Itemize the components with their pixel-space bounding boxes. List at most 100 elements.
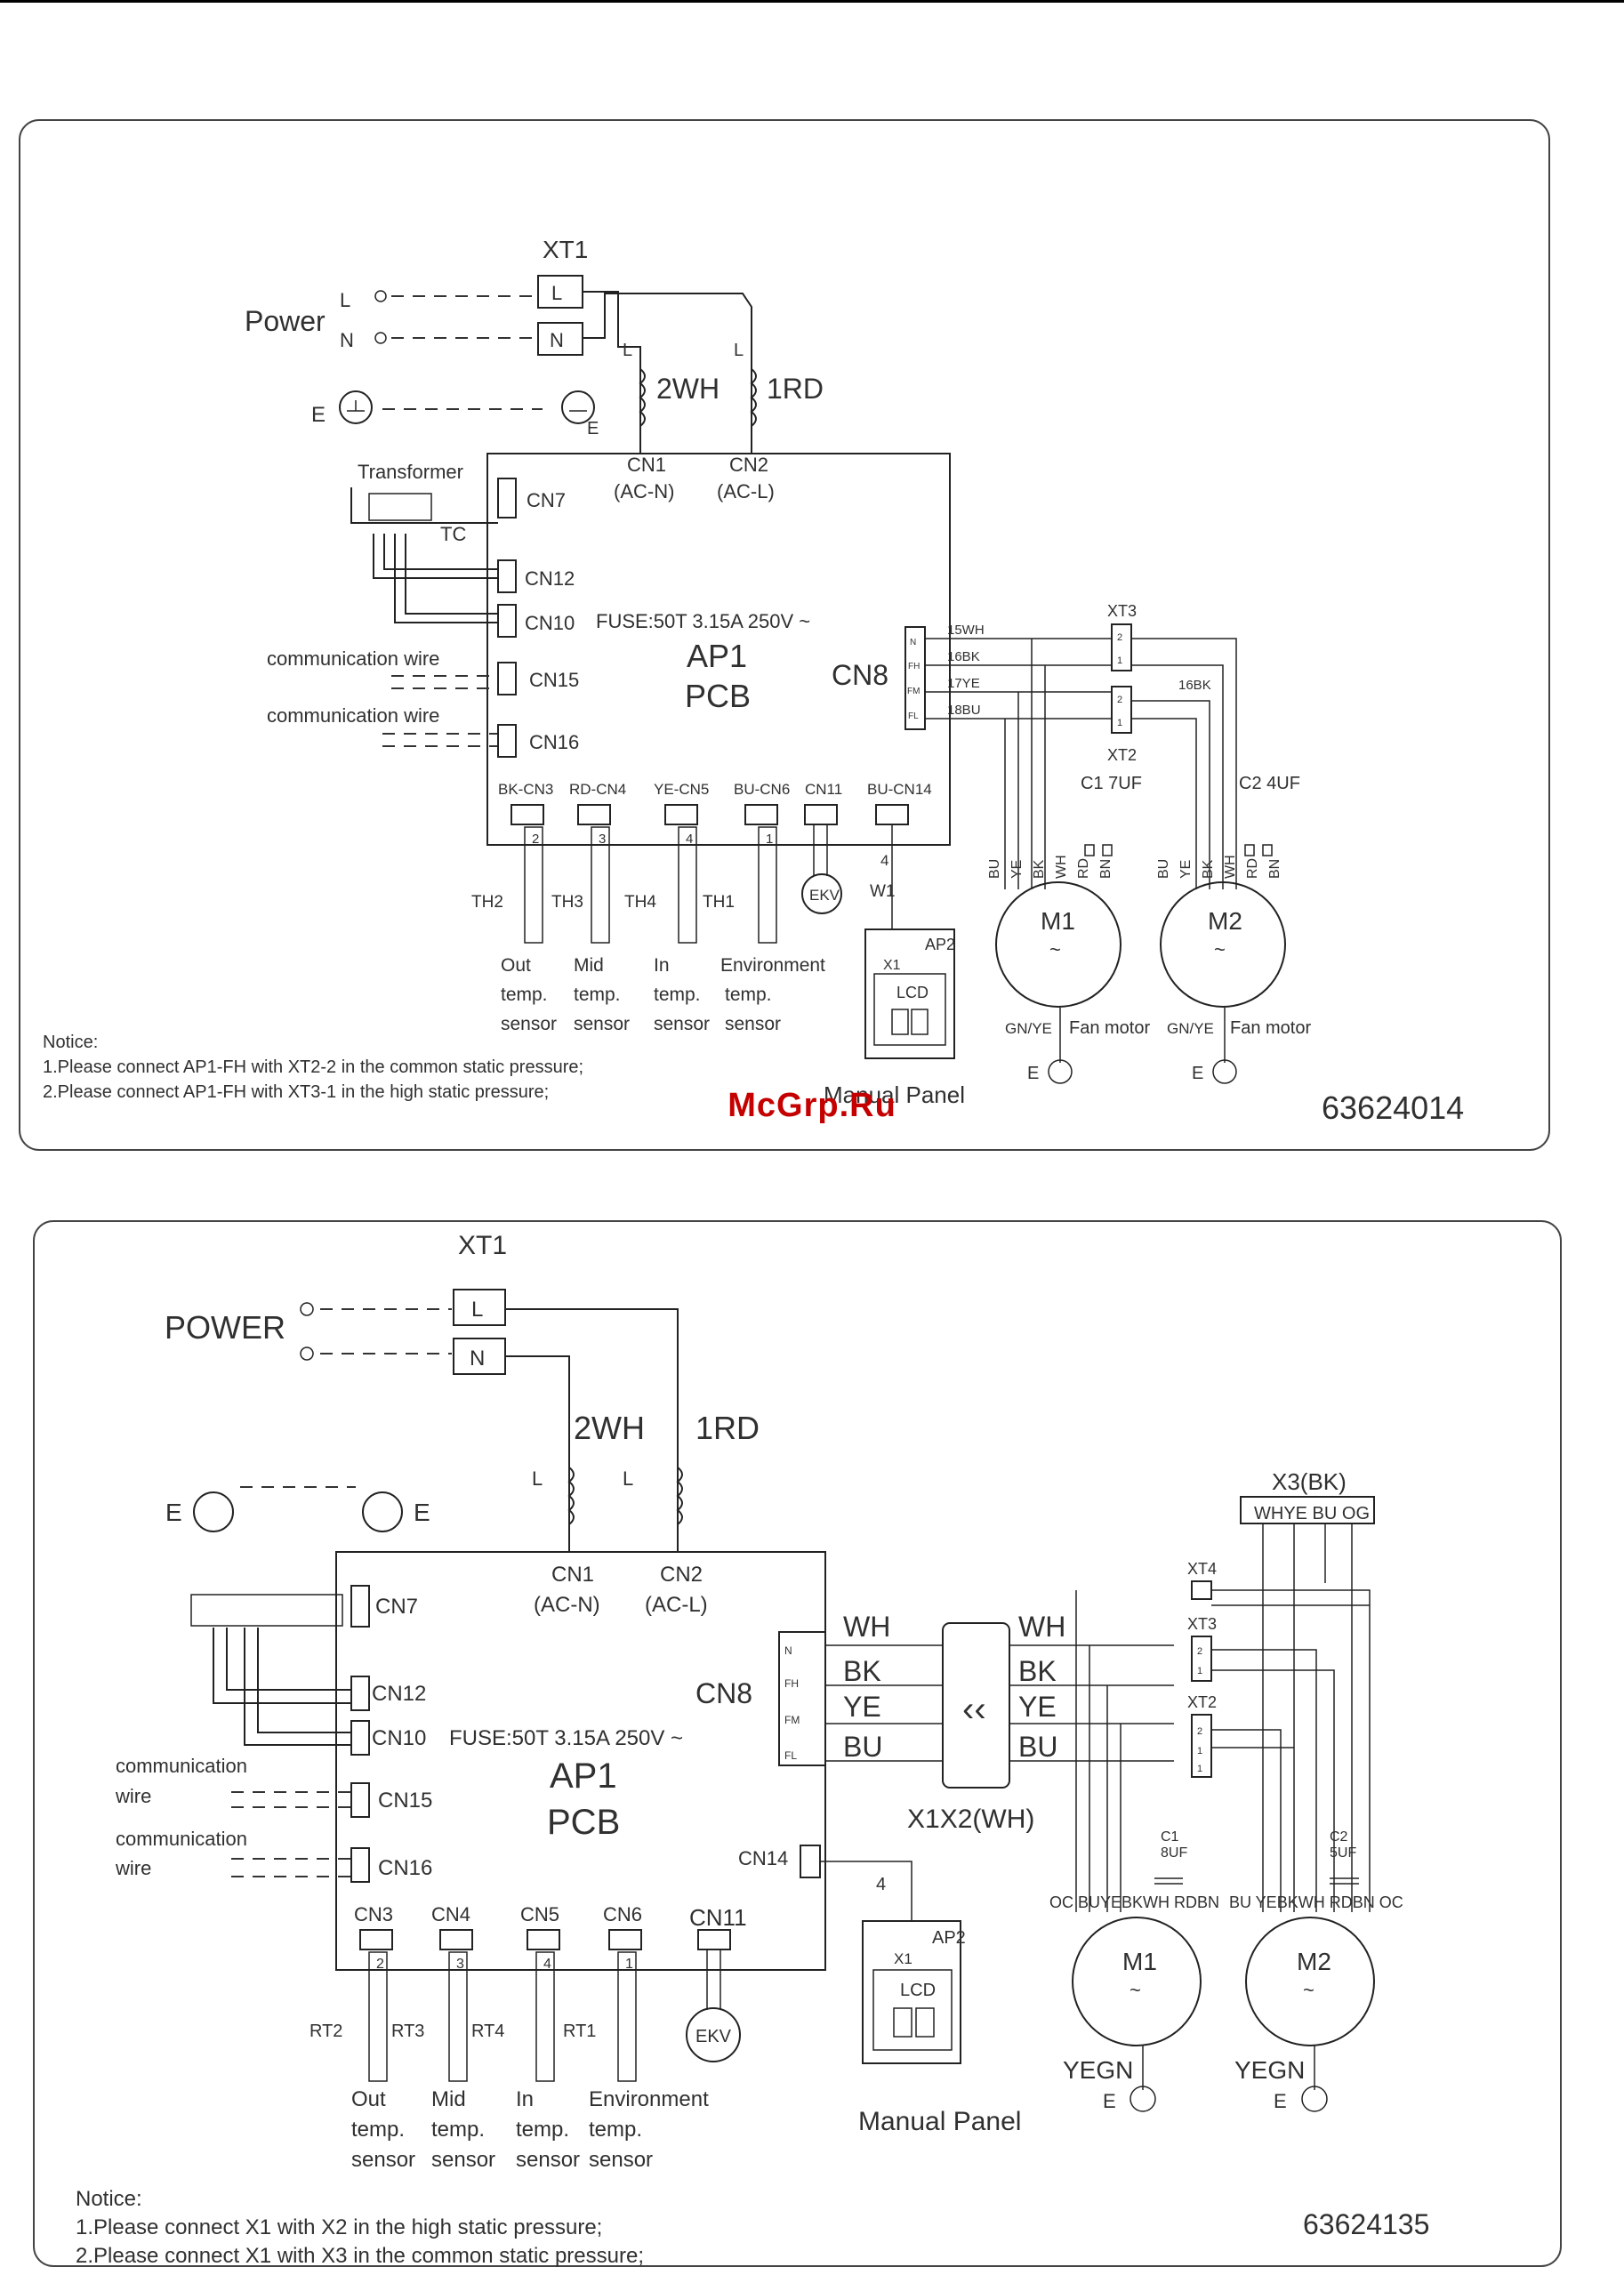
xt2-out-1 [1131,700,1210,889]
d2-x1x2-chevrons: ‹‹ [962,1690,986,1729]
d2-cn3-pin: 2 [376,1957,384,1972]
bu-cn6-label: BU-CN6 [734,781,790,798]
watermark-label: McGrp.Ru [728,1087,896,1124]
d2-m2-earth-icon [1301,2086,1328,2112]
d1-bottom-connectors: BK-CN3 RD-CN4 YE-CN5 BU-CN6 CN11 BU-CN14… [471,781,932,944]
m1-fan-motor [995,881,1122,1008]
cn7-label: CN7 [527,489,566,511]
d2-sensor-in-2: temp. [516,2118,569,2142]
c2-label: C2 4UF [1239,774,1300,793]
d2-sensor-out-3: sensor [351,2148,415,2172]
diagram-1: XT1 L N Power L N L L 2WH 1RD E E CN1 (A… [19,119,1550,1151]
d2-cn5-pin: 4 [543,1957,551,1972]
cn10-wire-a [394,534,498,623]
th1-body [758,826,777,944]
cn8-pin-n: N [910,638,916,647]
d2-comm-1-line-1: communication [116,1755,247,1777]
d2-m1-yegn: YEGN [1063,2056,1133,2084]
cn14-connector [875,804,909,825]
cn6-connector [744,804,778,825]
power-n: N [340,329,354,351]
d2-notice-line-1: 1.Please connect X1 with X2 in the high … [76,2215,602,2239]
d2-wh-label: 2WH [574,1410,645,1446]
d2-sensor-mid-1: Mid [431,2087,466,2111]
m1-col-bu: BU [987,859,1002,879]
d2-wire-bu-right: BU [1018,1731,1057,1763]
w1-label: W1 [870,882,896,901]
d2-x1-label: X1 [894,1950,912,1967]
cn4-connector [577,804,611,825]
d2-sensor-labels: Out temp. sensor Mid temp. sensor In tem… [351,2087,709,2172]
d2-coil-wh [567,1467,575,1525]
d1-drawing-code: 63624014 [1322,1089,1464,1126]
m2-earth-e: E [1192,1064,1203,1083]
d2-m1-earth-icon [1130,2086,1156,2112]
d2-sensor-in-1: In [516,2087,534,2111]
d2-cn14-wire-count: 4 [876,1875,886,1894]
d2-earth-e-right: E [414,1499,430,1526]
d2-cn8-pin-n: N [784,1644,792,1657]
d2-sensor-env-1: Environment [589,2087,709,2111]
m2-earth-icon [1212,1059,1237,1084]
d1-manual-panel [864,928,955,1059]
rd-cn4-label: RD-CN4 [569,781,626,798]
th2-body [524,826,543,944]
d2-cn2-label: CN2 [660,1563,703,1587]
d2-xt1-l-terminal [453,1289,506,1326]
m2-col-ye: YE [1178,860,1194,879]
d2-rt4-label: RT4 [471,2022,504,2041]
cn6-pin: 1 [766,832,773,847]
d2-terminal-n [300,1346,314,1361]
sensor-env-2: temp. [725,985,772,1005]
sensor-in-1: In [654,955,670,976]
cn1-sub: (AC-N) [614,480,674,502]
cn14-wire-count: 4 [880,852,888,869]
d2-cn1-label: CN1 [551,1563,594,1587]
d2-pcb-label: PCB [547,1803,620,1842]
diagram-1-frame [19,119,1550,1151]
th2-label: TH2 [471,893,503,912]
cn16-label: CN16 [529,731,579,753]
d2-sensor-out-1: Out [351,2087,386,2111]
d2-sensor-mid-2: temp. [431,2118,485,2142]
d2-cn5-connector [527,1929,560,1950]
d2-terminal-l [300,1302,314,1316]
d2-cn16-connector [350,1847,370,1883]
c1-cap-a [1084,844,1095,856]
d2-wire-wh-left: WH [843,1611,890,1643]
cn8-wire-18bu: 18BU [947,703,981,718]
d2-coil-wh-l: L [532,1467,543,1490]
d2-m1-label: M1 [1122,1948,1157,1975]
d2-lcd-digit-1 [893,2007,912,2038]
m2-col-bn: BN [1267,859,1282,879]
d2-lcd-box [872,1969,953,2051]
d2-ap2-label: AP2 [932,1928,966,1948]
d2-bottom-connectors: CN3 CN4 CN5 CN6 CN11 2 3 4 1 RT2 RT3 RT4… [310,1903,747,2082]
d2-x1x2-connector [942,1622,1010,1789]
d2-notice-title: Notice: [76,2187,142,2211]
d2-ekv-label: EKV [695,2027,732,2046]
m1-wire-labels: BU YE BK WH RD BN BU YE BK WH RD BN [987,855,1282,879]
d2-cn12-wire-b [226,1628,351,1691]
d1-x1-label: X1 [883,958,901,973]
d2-c2-value: 5UF [1330,1845,1356,1861]
d2-cn6-pin: 1 [625,1957,633,1972]
cn12-wire-a [373,534,498,579]
d2-cn1-sub: (AC-N) [534,1593,600,1617]
cn11-label: CN11 [805,781,842,798]
coil-wh [639,368,646,427]
earth-e-right: E [587,419,599,438]
bu-cn14-label: BU-CN14 [867,781,932,798]
wire-l [583,293,752,454]
m2-col-bk: BK [1201,859,1216,879]
d2-xt1-n-text: N [470,1346,485,1371]
m2-col-rd: RD [1245,858,1260,879]
cn12-wire-b [383,534,498,570]
d2-cn5-label: CN5 [520,1903,559,1925]
m1-col-bk: BK [1032,859,1047,879]
m2-col-bu: BU [1156,859,1171,879]
cn8-pin-fm: FM [907,687,920,696]
m2-fan-motor [1160,881,1286,1008]
th4-body [678,826,697,944]
d2-manual-panel-label: Manual Panel [858,2107,1021,2136]
